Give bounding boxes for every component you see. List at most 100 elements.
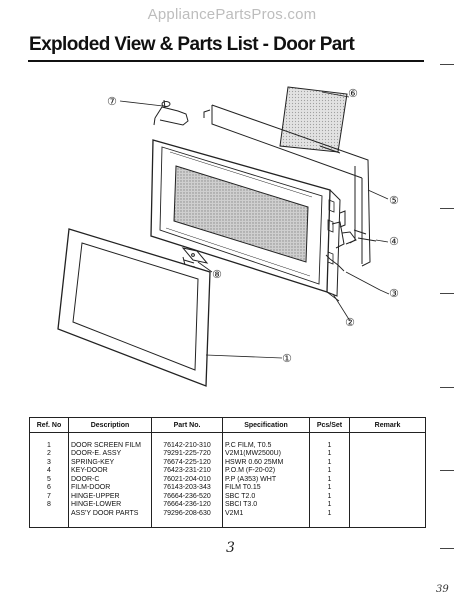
part-no-cell: 76143-203-343	[151, 484, 223, 493]
column-header-part-no: Part No.	[151, 417, 223, 433]
pcs-set-cell: 1	[309, 501, 350, 510]
column-header-description: Description	[68, 417, 152, 433]
remark-cell	[349, 492, 426, 501]
specification-cell: P.O.M (F-20-02)	[222, 467, 310, 476]
table-row: 5 DOOR-C 76021-204-010 P.P (A353) WHT 1	[29, 475, 426, 484]
key-door-part	[341, 231, 377, 245]
remark-cell	[349, 441, 426, 450]
door-e-assy-part	[150, 139, 341, 302]
table-row: 6 FILM-DOOR 76143-203-343 FILM T0.15 1	[29, 484, 426, 493]
scan-edge-mark	[440, 387, 454, 388]
callout-1: ①	[282, 352, 292, 365]
description-cell: KEY-DOOR	[68, 467, 152, 476]
page-number: 3	[226, 540, 235, 556]
part-no-cell: 76664-236-120	[151, 501, 223, 510]
pcs-set-cell: 1	[309, 492, 350, 501]
callout-2: ②	[345, 316, 355, 329]
pcs-set-cell: 1	[309, 509, 350, 518]
specification-cell: FILM T0.15	[222, 484, 310, 493]
ref-no-cell: 2	[29, 450, 69, 459]
table-row: ASS'Y DOOR PARTS 79296-208-630 V2M1 1	[29, 509, 426, 518]
remark-cell	[349, 450, 426, 459]
part-no-cell: 76674-225-120	[151, 458, 223, 467]
description-cell: HINGE-LOWER	[68, 501, 152, 510]
description-cell: DOOR-C	[68, 475, 152, 484]
description-cell: HINGE-UPPER	[68, 492, 152, 501]
pcs-set-cell: 1	[309, 475, 350, 484]
ref-no-cell	[29, 509, 69, 518]
watermark: AppliancePartsPros.com	[147, 6, 317, 23]
callout-7: ⑦	[107, 95, 117, 108]
remark-cell	[349, 501, 426, 510]
column-header-specification: Specification	[222, 417, 310, 433]
table-row: 4 KEY-DOOR 76423-231-210 P.O.M (F-20-02)…	[29, 467, 426, 476]
ref-no-cell: 1	[29, 441, 69, 450]
callout-8: ⑧	[212, 268, 222, 281]
pcs-set-cell: 1	[309, 450, 350, 459]
remark-cell	[349, 467, 426, 476]
ref-no-cell: 3	[29, 458, 69, 467]
corner-mark: 39	[436, 584, 449, 595]
scan-edge-mark	[440, 64, 454, 65]
specification-cell: V2M1	[222, 509, 310, 518]
specification-cell: V2M1(MW2500U)	[222, 450, 310, 459]
ref-no-cell: 8	[29, 501, 69, 510]
scan-edge-mark	[440, 470, 454, 471]
title-rule	[28, 60, 424, 62]
table-row: 3 SPRING-KEY 76674-225-120 HSWR 0.60 25M…	[29, 458, 426, 467]
part-no-cell: 76664-236-520	[151, 492, 223, 501]
pcs-set-cell: 1	[309, 441, 350, 450]
callout-3: ③	[389, 287, 399, 300]
scan-edge-mark	[440, 293, 454, 294]
spring-key-part	[325, 254, 381, 291]
callout-4: ④	[389, 235, 399, 248]
column-header-pcs-set: Pcs/Set	[309, 417, 350, 433]
table-row: 8 HINGE-LOWER 76664-236-120 SBCI T3.0 1	[29, 501, 426, 510]
description-cell: ASS'Y DOOR PARTS	[68, 509, 152, 518]
leader-lines	[119, 91, 390, 359]
pcs-set-cell: 1	[309, 467, 350, 476]
specification-cell: P.C FILM, T0.5	[222, 441, 310, 450]
part-no-cell: 76142-210-310	[151, 441, 223, 450]
door-screen-film-part	[57, 228, 211, 387]
remark-cell	[349, 475, 426, 484]
remark-cell	[349, 484, 426, 493]
callout-5: ⑤	[389, 194, 399, 207]
page-title: Exploded View & Parts List - Door Part	[29, 34, 355, 55]
table-row	[29, 518, 426, 528]
specification-cell: SBC T2.0	[222, 492, 310, 501]
callout-6: ⑥	[348, 87, 358, 100]
parts-list-table: Ref. No Description Part No. Specificati…	[29, 417, 426, 528]
specification-cell: SBCI T3.0	[222, 501, 310, 510]
part-no-cell: 76021-204-010	[151, 475, 223, 484]
ref-no-cell: 7	[29, 492, 69, 501]
exploded-view-diagram: ⑦ ⑥ ⑤ ④ ③ ② ① ⑧	[57, 86, 399, 387]
table-row: 1 DOOR SCREEN FILM 76142-210-310 P.C FIL…	[29, 441, 426, 450]
table-header-row: Ref. No Description Part No. Specificati…	[29, 417, 426, 433]
pcs-set-cell: 1	[309, 458, 350, 467]
description-cell: SPRING-KEY	[68, 458, 152, 467]
part-no-cell: 79296-208-630	[151, 509, 223, 518]
ref-no-cell: 4	[29, 467, 69, 476]
specification-cell: HSWR 0.60 25MM	[222, 458, 310, 467]
scan-edge-mark	[440, 208, 454, 209]
description-cell: DOOR SCREEN FILM	[68, 441, 152, 450]
description-cell: FILM-DOOR	[68, 484, 152, 493]
pcs-set-cell: 1	[309, 484, 350, 493]
specification-cell: P.P (A353) WHT	[222, 475, 310, 484]
ref-no-cell: 5	[29, 475, 69, 484]
table-row: 7 HINGE-UPPER 76664-236-520 SBC T2.0 1	[29, 492, 426, 501]
scan-edge-mark	[440, 548, 454, 549]
part-no-cell: 79291-225-720	[151, 450, 223, 459]
remark-cell	[349, 458, 426, 467]
column-header-ref-no: Ref. No	[29, 417, 69, 433]
film-door-part	[279, 86, 348, 153]
column-header-remark: Remark	[349, 417, 426, 433]
hinge-upper-part	[153, 99, 189, 126]
table-row: 2 DOOR-E. ASSY 79291-225-720 V2M1(MW2500…	[29, 450, 426, 459]
table-row	[29, 432, 426, 442]
part-no-cell: 76423-231-210	[151, 467, 223, 476]
remark-cell	[349, 509, 426, 518]
description-cell: DOOR-E. ASSY	[68, 450, 152, 459]
ref-no-cell: 6	[29, 484, 69, 493]
